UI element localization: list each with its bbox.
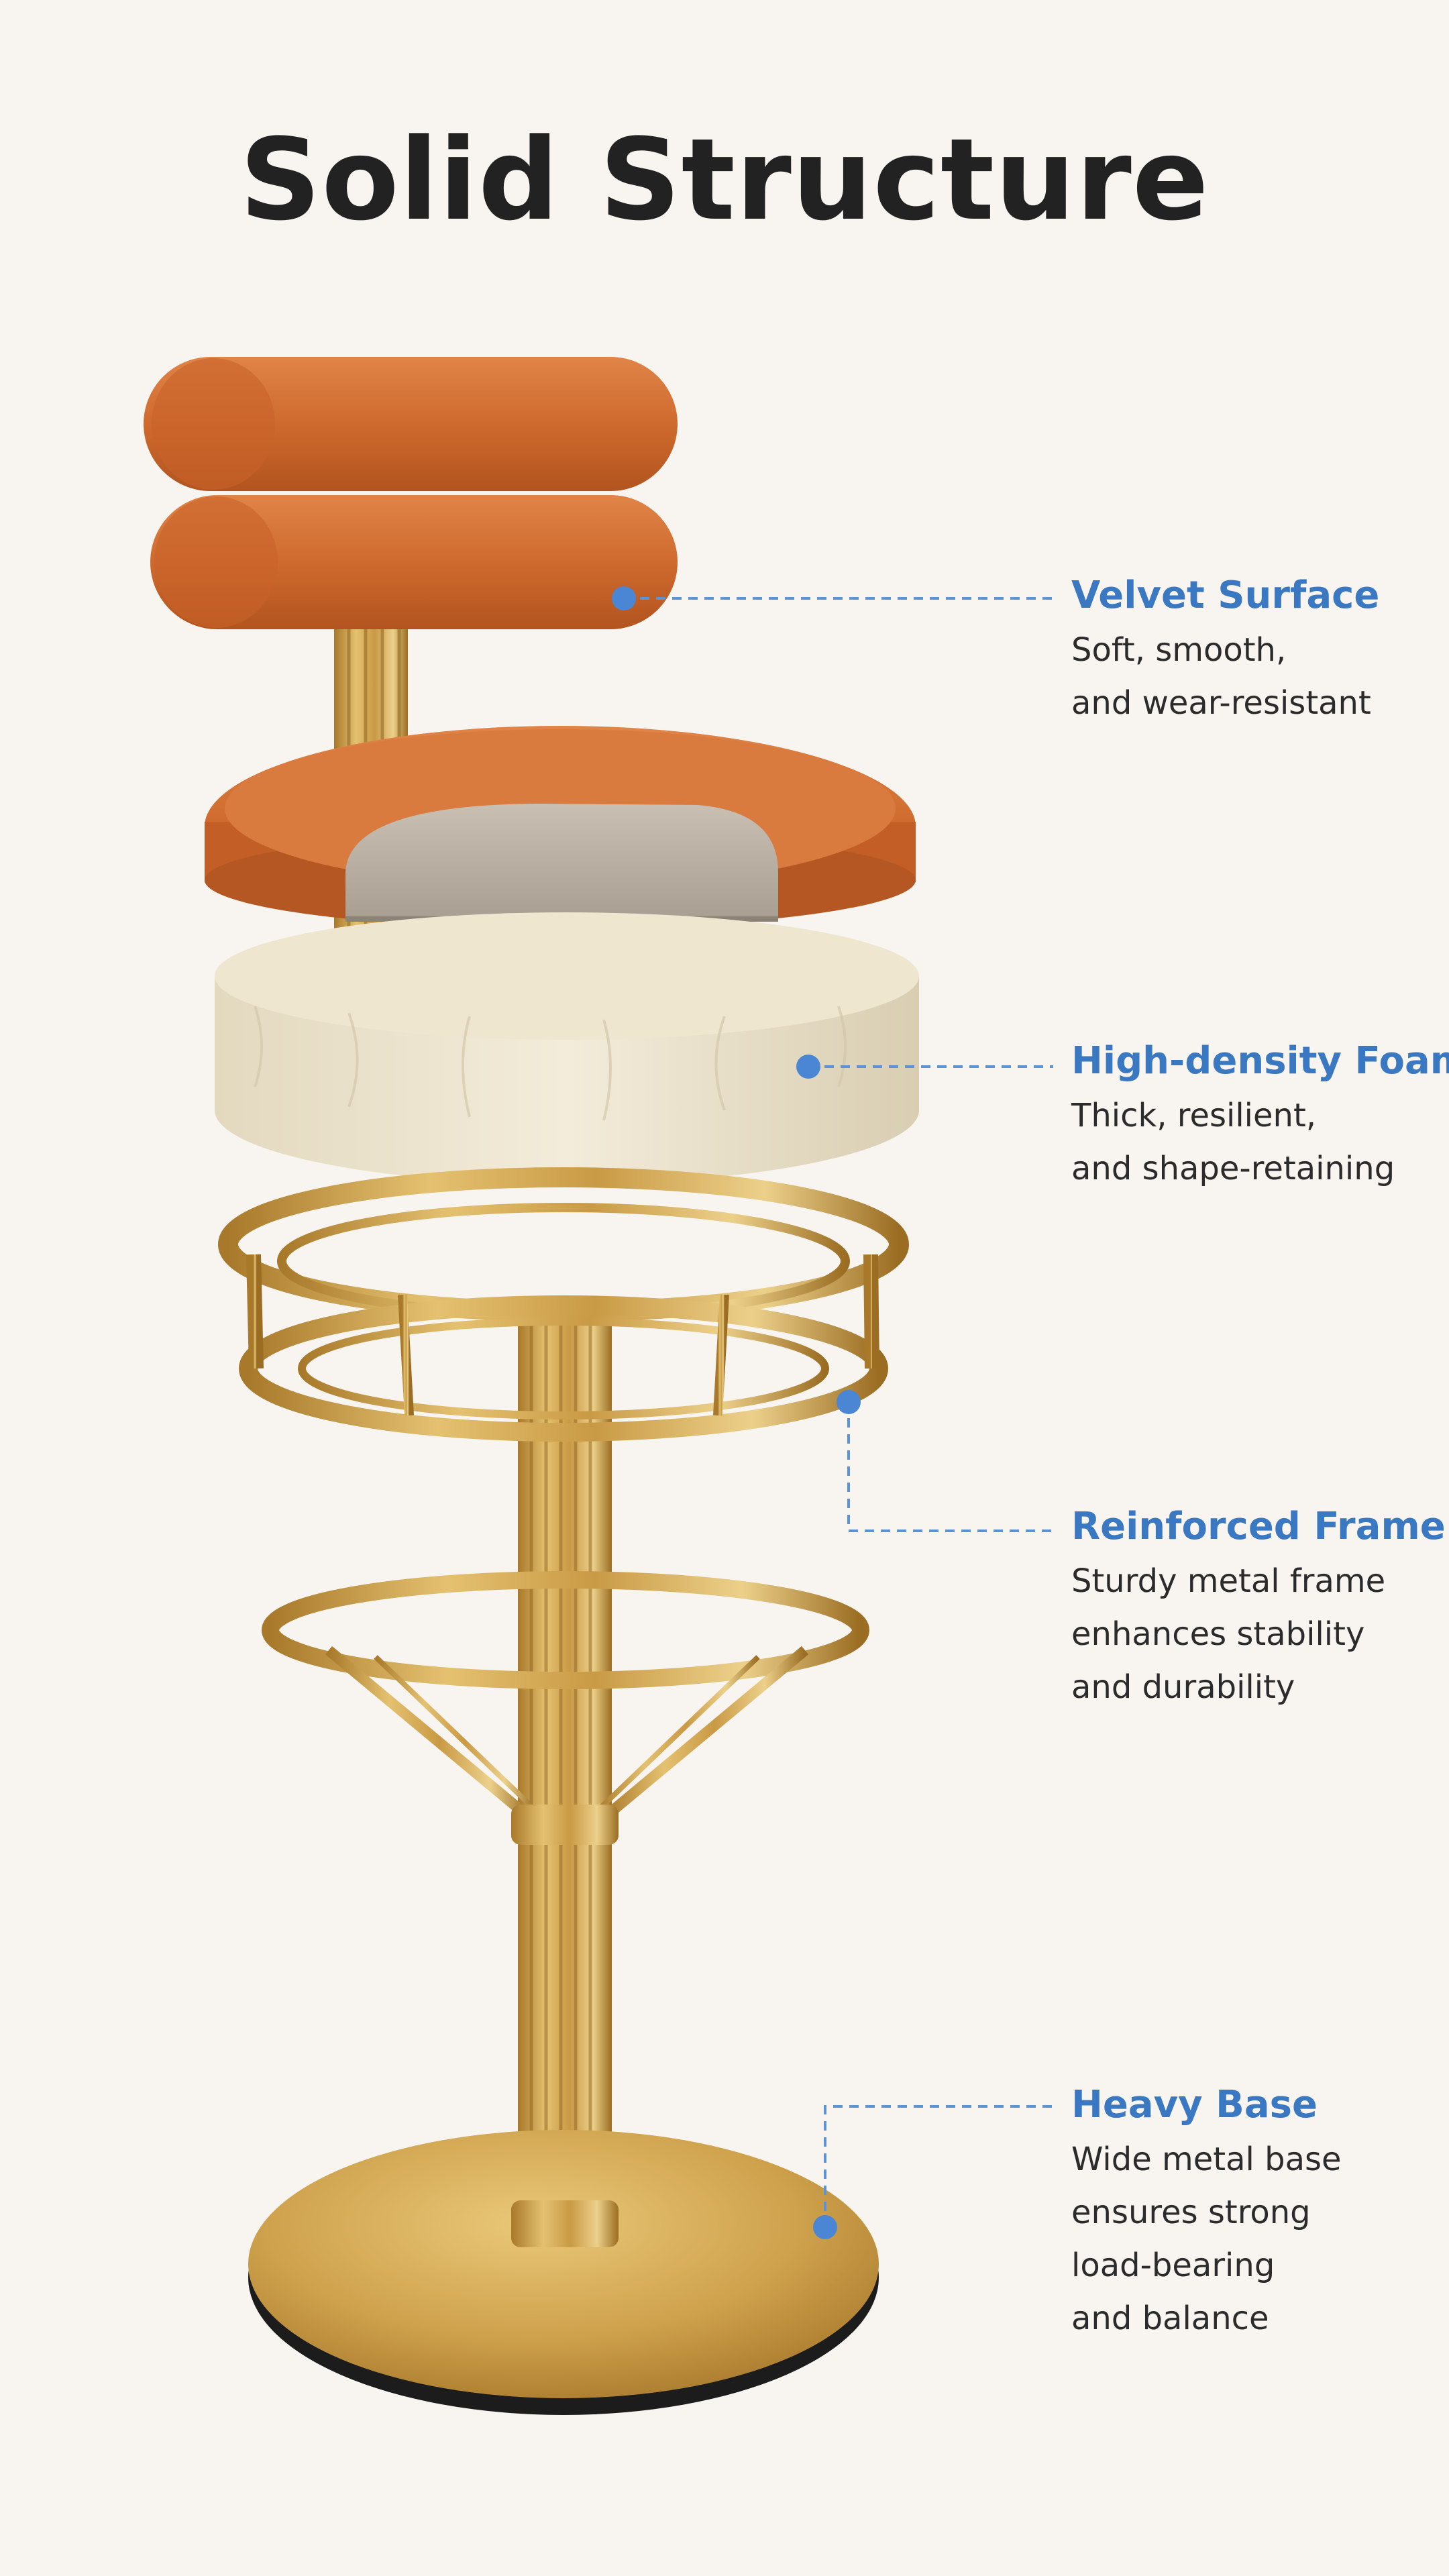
callout-line: and durability (1071, 1668, 1295, 1706)
callout-high-density-foam: High-density Foam Thick, resilient, and … (1071, 1037, 1449, 1195)
callout-dots (612, 586, 861, 2239)
callout-description: Sturdy metal frame enhances stability an… (1071, 1555, 1446, 1714)
callout-velvet-surface: Velvet Surface Soft, smooth, and wear-re… (1071, 572, 1379, 730)
callout-description: Wide metal base ensures strong load-bear… (1071, 2133, 1342, 2345)
page-title: Solid Structure (239, 114, 1210, 246)
callout-line: Sturdy metal frame (1071, 1562, 1386, 1600)
callout-line: and shape-retaining (1071, 1150, 1395, 1187)
foot-ring (262, 1571, 869, 1823)
callout-description: Soft, smooth, and wear-resistant (1071, 624, 1379, 730)
callout-line: and balance (1071, 2300, 1269, 2337)
reinforced-frame (218, 1167, 909, 1442)
callout-reinforced-frame: Reinforced Frame Sturdy metal frame enha… (1071, 1503, 1446, 1714)
callout-line: and wear-resistant (1071, 684, 1371, 722)
backrest-cushions (144, 357, 678, 629)
callout-line: load-bearing (1071, 2247, 1275, 2284)
foam-cushion (215, 912, 919, 1184)
heavy-base (248, 2130, 879, 2415)
callout-description: Thick, resilient, and shape-retaining (1071, 1089, 1449, 1195)
callout-heading: Velvet Surface (1071, 574, 1380, 617)
central-column (518, 1315, 612, 2227)
callout-heavy-base: Heavy Base Wide metal base ensures stron… (1071, 2081, 1342, 2345)
callout-line: Thick, resilient, (1071, 1097, 1317, 1134)
callout-leaders (624, 597, 1053, 2227)
callout-line: ensures strong (1071, 2194, 1311, 2231)
callout-line: Wide metal base (1071, 2141, 1342, 2178)
callout-heading: Reinforced Frame (1071, 1505, 1446, 1548)
velvet-seat (205, 726, 916, 928)
callout-heading: High-density Foam (1071, 1039, 1449, 1083)
callout-line: Soft, smooth, (1071, 631, 1287, 669)
callout-line: enhances stability (1071, 1615, 1365, 1653)
callout-heading: Heavy Base (1071, 2083, 1318, 2127)
